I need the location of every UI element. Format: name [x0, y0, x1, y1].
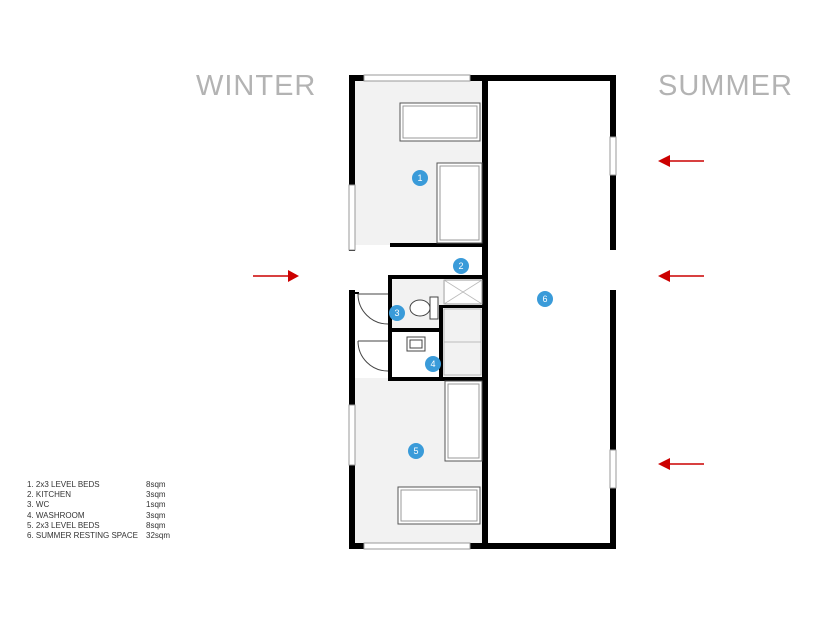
room-marker-label: 5: [413, 446, 418, 456]
room-marker-label: 1: [417, 173, 422, 183]
arrow-left-icon: [658, 155, 704, 167]
legend-row: 6. SUMMER RESTING SPACE 32sqm: [27, 531, 170, 541]
legend-label: 6. SUMMER RESTING SPACE: [27, 531, 138, 541]
arrow-left-icon: [658, 458, 704, 470]
room-marker-4: 4: [425, 356, 441, 372]
room-marker-5: 5: [408, 443, 424, 459]
right-entrance: [610, 250, 616, 290]
bed-icon: [397, 102, 483, 525]
legend-label: 3. WC: [27, 500, 50, 510]
room-marker-6: 6: [537, 291, 553, 307]
room-marker-label: 6: [542, 294, 547, 304]
legend-row: 1. 2x3 LEVEL BEDS 8sqm: [27, 480, 170, 490]
legend-area: 3sqm: [146, 510, 166, 520]
legend-row: 2. KITCHEN 3sqm: [27, 490, 170, 500]
room-marker-label: 2: [458, 261, 463, 271]
kitchen-counter-hatch: [443, 279, 483, 305]
left-entrance: [349, 251, 355, 290]
toilet-icon: [409, 296, 439, 320]
summer-label: SUMMER: [658, 70, 793, 102]
legend-area: 32sqm: [146, 531, 171, 541]
legend-row: 5. 2x3 LEVEL BEDS 8sqm: [27, 521, 170, 531]
legend: 1. 2x3 LEVEL BEDS 8sqm 2. KITCHEN 3sqm 3…: [27, 480, 170, 541]
legend-label: 1. 2x3 LEVEL BEDS: [27, 480, 100, 489]
legend-area: 8sqm: [146, 520, 166, 530]
legend-area: 1sqm: [146, 500, 166, 510]
arrow-left-icon: [658, 270, 704, 282]
room-marker-1: 1: [412, 170, 428, 186]
windows: [348, 74, 617, 550]
legend-label: 5. 2x3 LEVEL BEDS: [27, 520, 100, 530]
winter-label: WINTER: [196, 70, 317, 102]
room-marker-label: 3: [394, 308, 399, 318]
room-marker-label: 4: [430, 359, 435, 369]
legend-label: 2. KITCHEN: [27, 490, 72, 500]
sink-icon: [406, 336, 426, 352]
legend-area: 3sqm: [146, 490, 166, 500]
room-marker-2: 2: [453, 258, 469, 274]
room-marker-3: 3: [389, 305, 405, 321]
arrow-right-icon: [253, 270, 299, 282]
door-swing-icon: [357, 293, 389, 372]
legend-label: 4. WASHROOM: [27, 510, 85, 520]
legend-row: 4. WASHROOM 3sqm: [27, 511, 170, 521]
legend-row: 3. WC 1sqm: [27, 500, 170, 510]
legend-area: 8sqm: [146, 480, 166, 489]
